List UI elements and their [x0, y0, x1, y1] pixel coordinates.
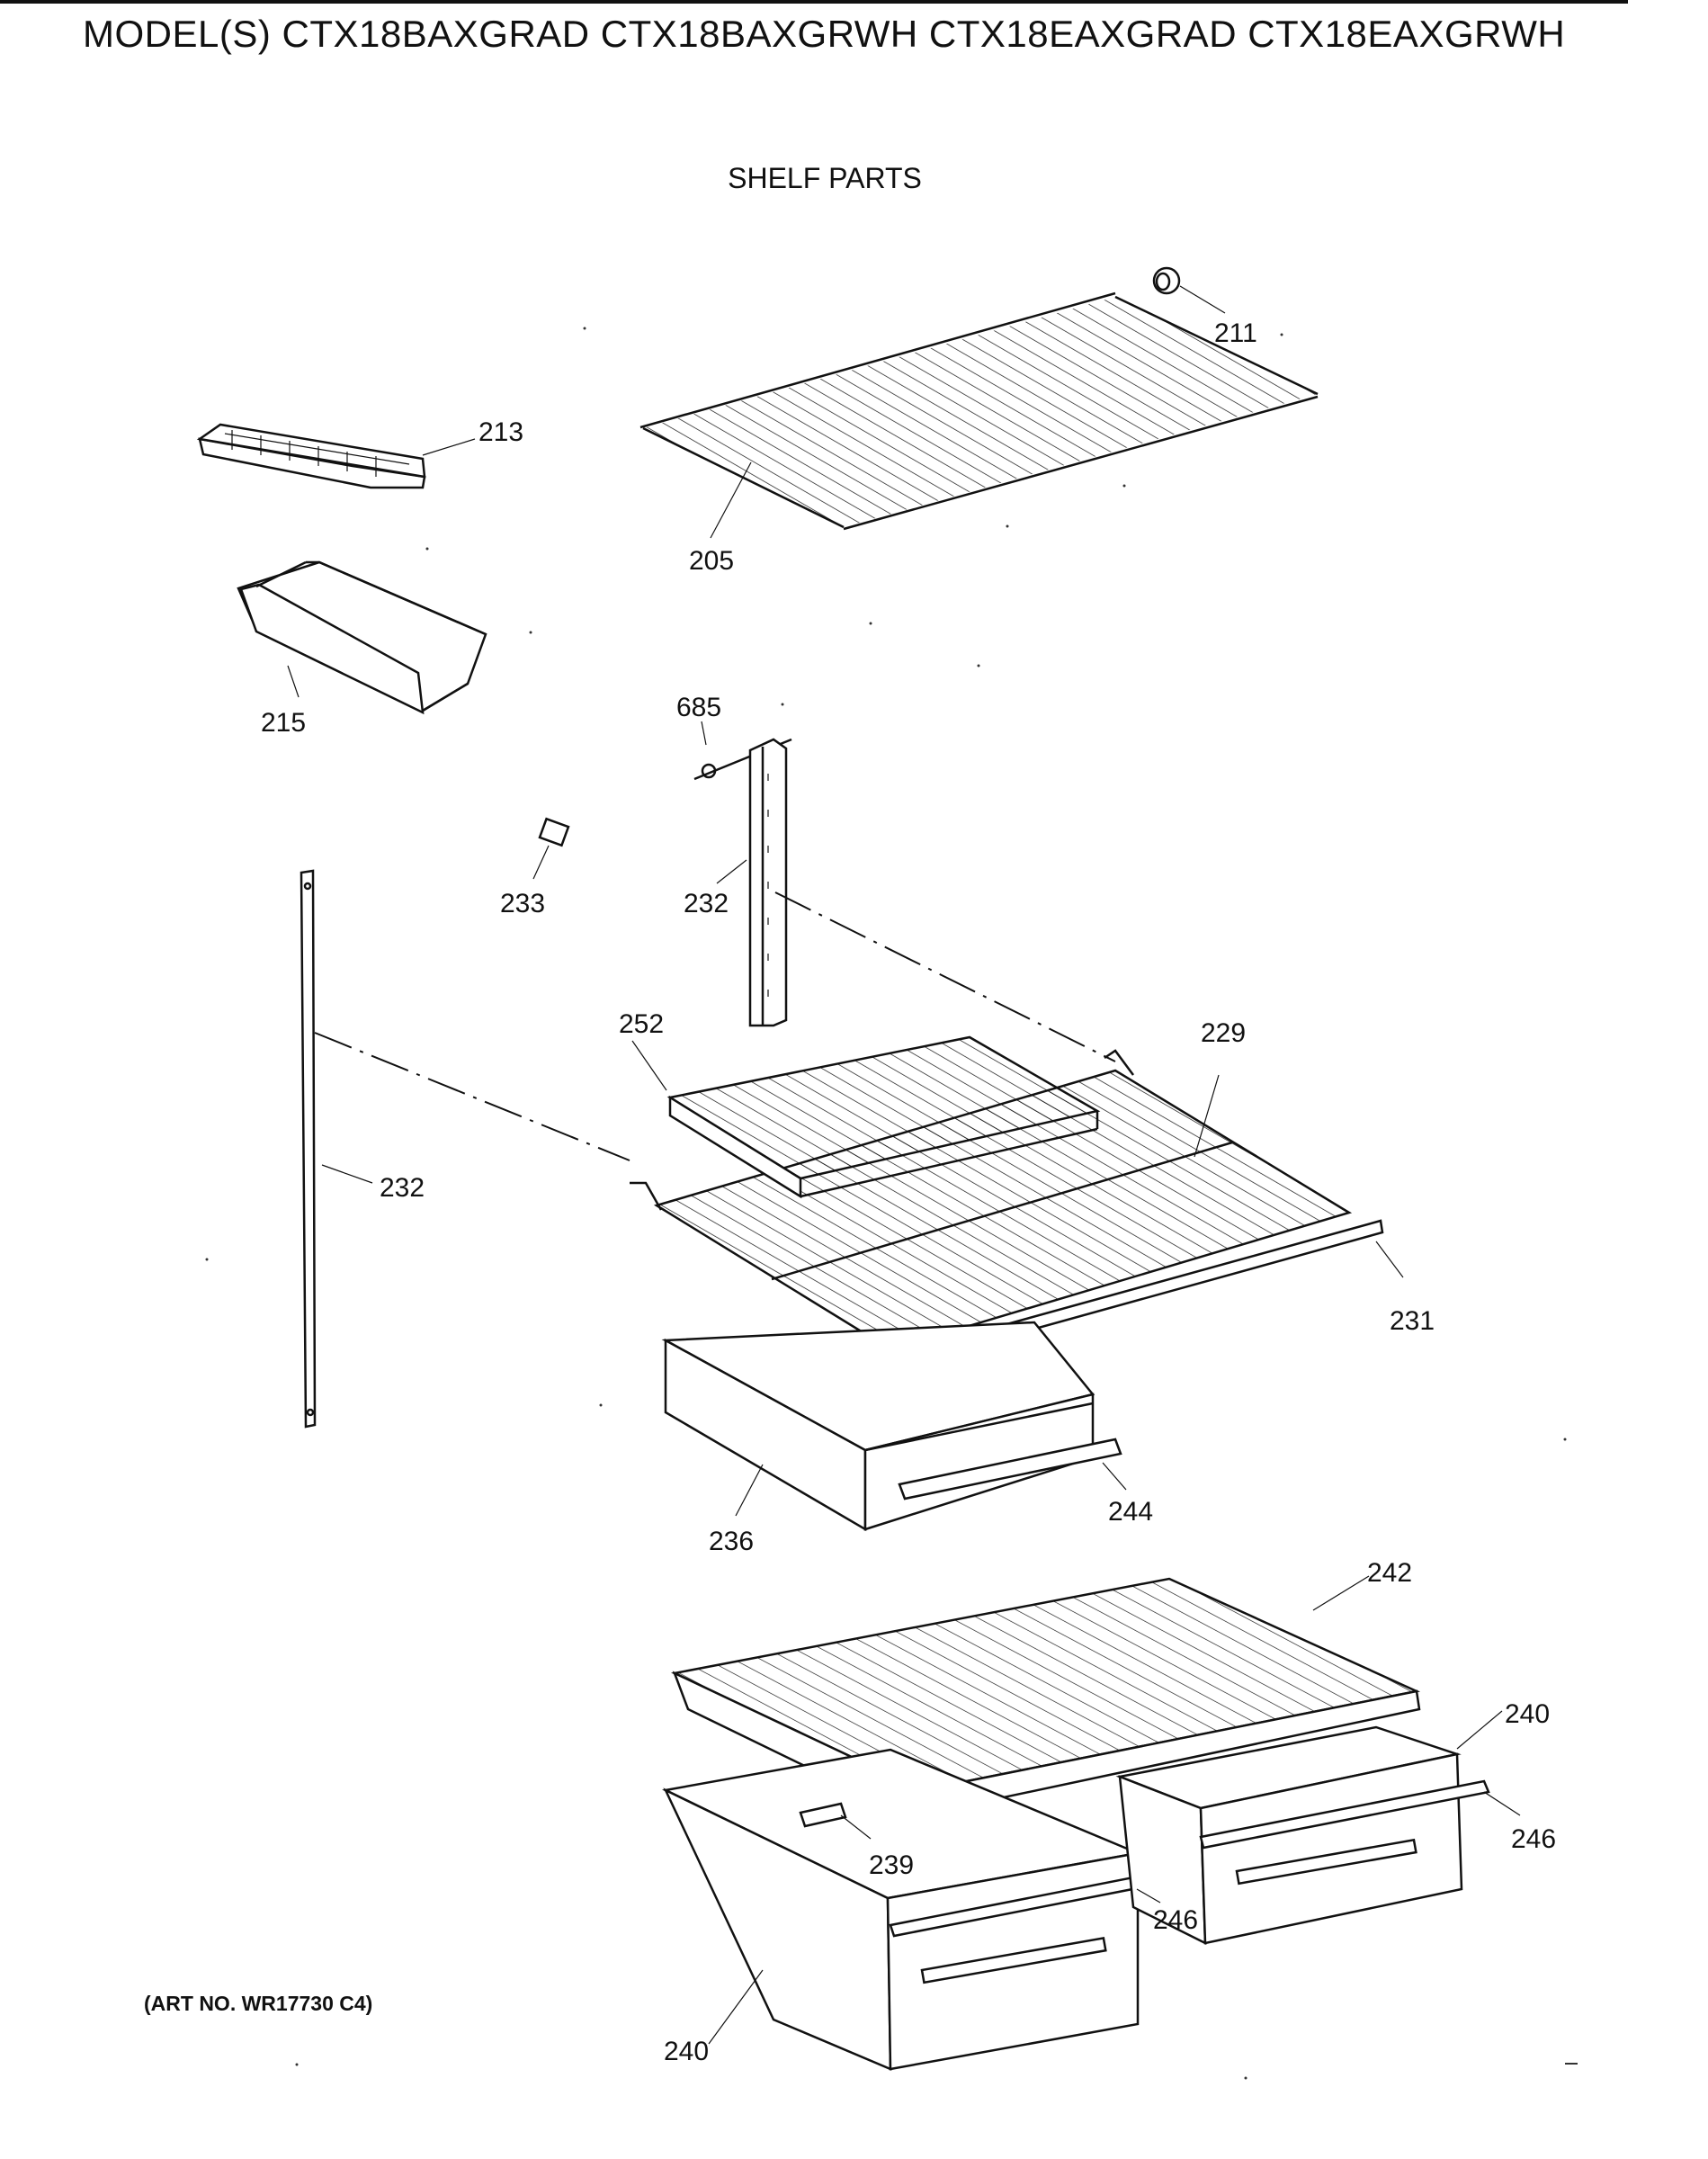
- label-231: 231: [1390, 1306, 1435, 1336]
- rail-232-center: [748, 738, 788, 1027]
- scan-specks: [205, 327, 1578, 2080]
- label-685: 685: [676, 693, 721, 722]
- label-232-left: 232: [380, 1173, 425, 1203]
- bin-215: [237, 560, 487, 715]
- bracket-239: [799, 1802, 847, 1828]
- label-236: 236: [709, 1527, 754, 1556]
- ice-tray-213: [196, 423, 426, 489]
- label-239: 239: [869, 1850, 914, 1880]
- label-244: 244: [1108, 1497, 1153, 1527]
- label-215: 215: [261, 708, 306, 738]
- label-229: 229: [1201, 1018, 1246, 1048]
- label-252: 252: [619, 1009, 664, 1039]
- leader-dash-left: [314, 1032, 630, 1161]
- art-number: (ART NO. WR17730 C4): [144, 1992, 373, 2015]
- clip-233: [538, 817, 570, 847]
- trim-244: [898, 1438, 1122, 1501]
- shelf-229: [630, 1049, 1353, 1351]
- shelf-252: [666, 1035, 1101, 1199]
- rail-232-left: [300, 869, 317, 1429]
- leader-dash-center: [774, 891, 1116, 1062]
- grommet-211: [1152, 266, 1181, 295]
- label-240-left: 240: [664, 2037, 709, 2066]
- drawer-236: [661, 1321, 1095, 1532]
- label-246-right: 246: [1511, 1824, 1556, 1854]
- label-246-left: 246: [1153, 1905, 1198, 1935]
- pan-240-right: [1115, 1725, 1490, 1946]
- section-title: SHELF PARTS: [728, 162, 922, 194]
- label-213: 213: [478, 417, 523, 447]
- label-233: 233: [500, 889, 545, 918]
- leader-lines: [287, 285, 1521, 2045]
- pan-240-left: [662, 1748, 1171, 2071]
- part-labels: 211 213 205 215 685 233 232 232 252 229 …: [261, 318, 1556, 2066]
- label-211: 211: [1214, 318, 1257, 348]
- label-205: 205: [689, 546, 734, 576]
- label-240-right: 240: [1505, 1699, 1550, 1729]
- label-242: 242: [1367, 1558, 1412, 1588]
- label-232-center: 232: [684, 889, 729, 918]
- page-title: MODEL(S) CTX18BAXGRAD CTX18BAXGRWH CTX18…: [83, 13, 1566, 55]
- top-rule: [0, 0, 1628, 4]
